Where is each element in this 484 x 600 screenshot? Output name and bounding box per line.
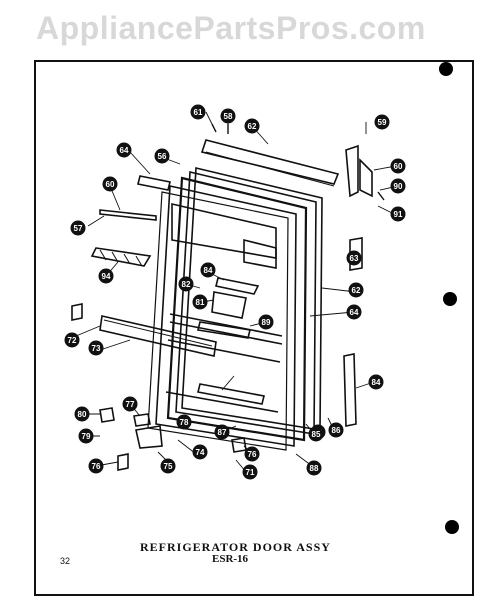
- watermark-text: AppliancePartsPros.com: [36, 10, 426, 46]
- callout-label: 75: [164, 462, 173, 471]
- callout-77: 77: [122, 396, 138, 412]
- callout-73: 73: [88, 340, 104, 356]
- callout-label: 82: [182, 280, 191, 289]
- callout-label: 63: [350, 254, 359, 263]
- callout-76: 76: [244, 446, 260, 462]
- callout-label: 84: [204, 266, 213, 275]
- callout-label: 62: [248, 122, 257, 131]
- binder-hole-bottom: [445, 520, 459, 534]
- callout-label: 60: [106, 180, 115, 189]
- callout-label: 59: [378, 118, 387, 127]
- callout-label: 76: [92, 462, 101, 471]
- callout-94: 94: [98, 268, 114, 284]
- callout-79: 79: [78, 428, 94, 444]
- callout-84: 84: [200, 262, 216, 278]
- callout-85: 85: [308, 426, 324, 442]
- callout-62: 62: [244, 118, 260, 134]
- callout-87: 87: [214, 424, 230, 440]
- callout-label: 56: [158, 152, 167, 161]
- callout-81: 81: [192, 294, 208, 310]
- callout-58: 58: [220, 108, 236, 124]
- callout-62: 62: [348, 282, 364, 298]
- callout-label: 72: [68, 336, 77, 345]
- callout-label: 88: [310, 464, 319, 473]
- diagram-title: REFRIGERATOR DOOR ASSY: [140, 540, 331, 554]
- diagram-frame: [34, 60, 474, 596]
- callout-76: 76: [88, 458, 104, 474]
- callout-56: 56: [154, 148, 170, 164]
- callout-label: 78: [180, 418, 189, 427]
- callout-72: 72: [64, 332, 80, 348]
- callout-80: 80: [74, 406, 90, 422]
- callout-label: 60: [394, 162, 403, 171]
- callout-label: 84: [372, 378, 381, 387]
- callout-75: 75: [160, 458, 176, 474]
- callout-60: 60: [390, 158, 406, 174]
- callout-label: 81: [196, 298, 205, 307]
- callout-74: 74: [192, 444, 208, 460]
- callout-label: 73: [92, 344, 101, 353]
- callout-71: 71: [242, 464, 258, 480]
- callout-60: 60: [102, 176, 118, 192]
- callout-label: 64: [120, 146, 129, 155]
- callout-label: 64: [350, 308, 359, 317]
- callout-label: 89: [262, 318, 271, 327]
- callout-label: 87: [218, 428, 227, 437]
- callout-label: 94: [102, 272, 111, 281]
- callout-label: 80: [78, 410, 87, 419]
- callout-84: 84: [368, 374, 384, 390]
- page-number: 32: [60, 556, 71, 566]
- model-number: ESR-16: [212, 553, 249, 565]
- callout-label: 58: [224, 112, 233, 121]
- callout-91: 91: [390, 206, 406, 222]
- callout-label: 90: [394, 182, 403, 191]
- callout-label: 62: [352, 286, 361, 295]
- callout-86: 86: [328, 422, 344, 438]
- callout-label: 85: [312, 430, 321, 439]
- callout-label: 61: [194, 108, 203, 117]
- callout-label: 57: [74, 224, 83, 233]
- callout-59: 59: [374, 114, 390, 130]
- callout-57: 57: [70, 220, 86, 236]
- callout-label: 91: [394, 210, 403, 219]
- callout-88: 88: [306, 460, 322, 476]
- callout-78: 78: [176, 414, 192, 430]
- callout-89: 89: [258, 314, 274, 330]
- callout-label: 74: [196, 448, 205, 457]
- binder-hole-middle: [443, 292, 457, 306]
- callout-63: 63: [346, 250, 362, 266]
- callout-label: 71: [246, 468, 255, 477]
- callout-label: 86: [332, 426, 341, 435]
- callout-label: 79: [82, 432, 91, 441]
- binder-hole-top: [439, 62, 453, 76]
- callout-label: 77: [126, 400, 135, 409]
- callout-64: 64: [346, 304, 362, 320]
- callout-61: 61: [190, 104, 206, 120]
- callout-64: 64: [116, 142, 132, 158]
- callout-label: 76: [248, 450, 257, 459]
- callout-90: 90: [390, 178, 406, 194]
- callout-82: 82: [178, 276, 194, 292]
